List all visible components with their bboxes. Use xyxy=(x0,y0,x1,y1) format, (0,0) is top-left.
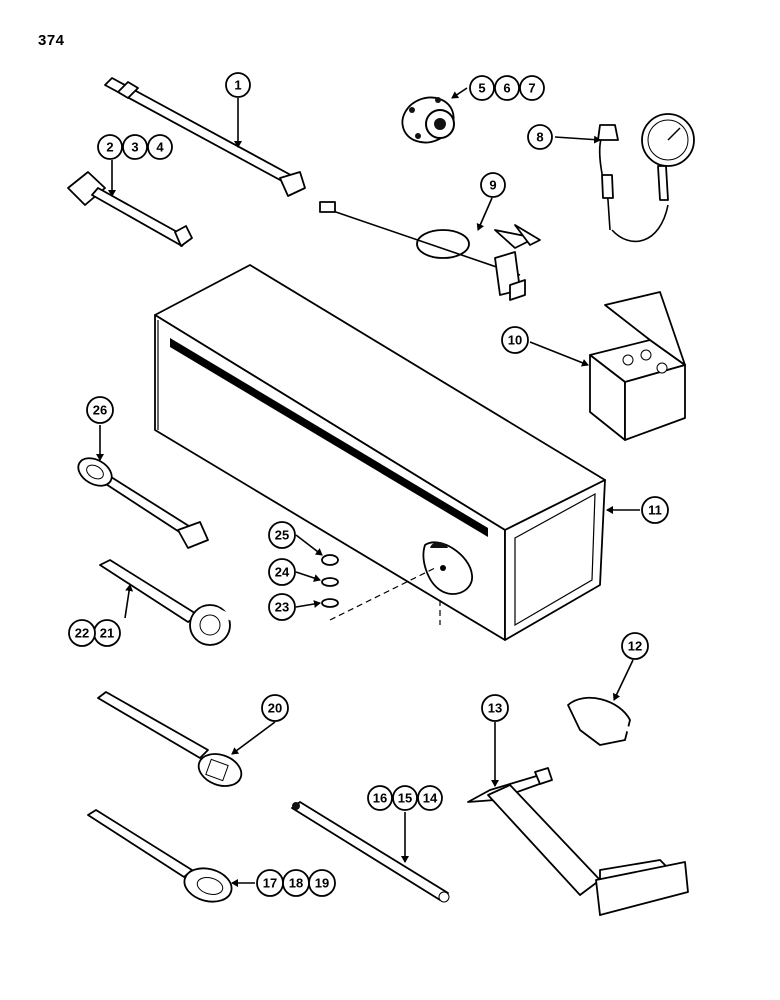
extension-bar xyxy=(104,77,306,197)
svg-text:15: 15 xyxy=(398,791,412,806)
open-wrench xyxy=(99,559,234,646)
callout-24: 24 xyxy=(268,558,296,586)
svg-text:5: 5 xyxy=(478,81,485,96)
callout-19: 19 xyxy=(308,869,336,897)
svg-text:26: 26 xyxy=(93,403,107,418)
callout-21: 21 xyxy=(93,619,121,647)
svg-text:21: 21 xyxy=(100,626,114,641)
svg-text:1: 1 xyxy=(234,78,241,93)
callout-13: 13 xyxy=(481,694,509,722)
svg-text:9: 9 xyxy=(489,178,496,193)
svg-text:2: 2 xyxy=(106,140,113,155)
leader-lines xyxy=(96,87,640,887)
fasteners xyxy=(321,554,339,608)
pressure-gauge xyxy=(597,113,695,243)
svg-text:13: 13 xyxy=(488,701,502,716)
callout-6: 6 xyxy=(494,75,520,101)
slide-hammer xyxy=(467,767,689,916)
svg-text:22: 22 xyxy=(75,626,89,641)
callout-4: 4 xyxy=(147,134,173,160)
svg-text:3: 3 xyxy=(131,140,138,155)
svg-text:12: 12 xyxy=(628,639,642,654)
callout-10: 10 xyxy=(501,326,529,354)
callout-2: 2 xyxy=(97,134,123,160)
svg-text:18: 18 xyxy=(289,876,303,891)
svg-text:8: 8 xyxy=(536,130,543,145)
callout-25: 25 xyxy=(268,521,296,549)
page-number: 374 xyxy=(38,32,65,49)
svg-text:11: 11 xyxy=(648,503,662,518)
callout-16: 16 xyxy=(367,785,393,811)
box-wrench-20 xyxy=(97,691,243,787)
svg-text:10: 10 xyxy=(508,333,522,348)
flange-adapter xyxy=(401,96,455,144)
svg-text:25: 25 xyxy=(275,528,289,543)
gauge-set xyxy=(319,201,541,301)
svg-text:20: 20 xyxy=(268,701,282,716)
crowfoot-wrench xyxy=(567,696,632,746)
tommy-bar xyxy=(291,801,450,903)
callout-15: 15 xyxy=(392,785,418,811)
callout-9: 9 xyxy=(480,172,506,198)
callout-5: 5 xyxy=(469,75,495,101)
svg-text:4: 4 xyxy=(156,140,164,155)
socket-extension xyxy=(67,171,193,247)
combination-wrench xyxy=(77,457,209,549)
svg-text:17: 17 xyxy=(263,876,277,891)
tool-chest xyxy=(154,264,606,641)
svg-text:6: 6 xyxy=(503,81,510,96)
callout-12: 12 xyxy=(621,632,649,660)
ring-wrench-17 xyxy=(87,809,233,903)
svg-text:16: 16 xyxy=(373,791,387,806)
callout-3: 3 xyxy=(122,134,148,160)
callout-26: 26 xyxy=(86,396,114,424)
tester-kit xyxy=(589,291,686,441)
callout-17: 17 xyxy=(256,869,284,897)
svg-text:7: 7 xyxy=(528,81,535,96)
callout-18: 18 xyxy=(282,869,310,897)
callout-20: 20 xyxy=(261,694,289,722)
callout-23: 23 xyxy=(268,593,296,621)
callout-7: 7 xyxy=(519,75,545,101)
callout-11: 11 xyxy=(641,496,669,524)
callout-22: 22 xyxy=(68,619,96,647)
svg-text:23: 23 xyxy=(275,600,289,615)
svg-text:14: 14 xyxy=(423,791,438,806)
svg-text:24: 24 xyxy=(275,565,290,580)
callout-14: 14 xyxy=(417,785,443,811)
svg-text:19: 19 xyxy=(315,876,329,891)
callout-1: 1 xyxy=(225,72,251,98)
callout-8: 8 xyxy=(527,124,553,150)
